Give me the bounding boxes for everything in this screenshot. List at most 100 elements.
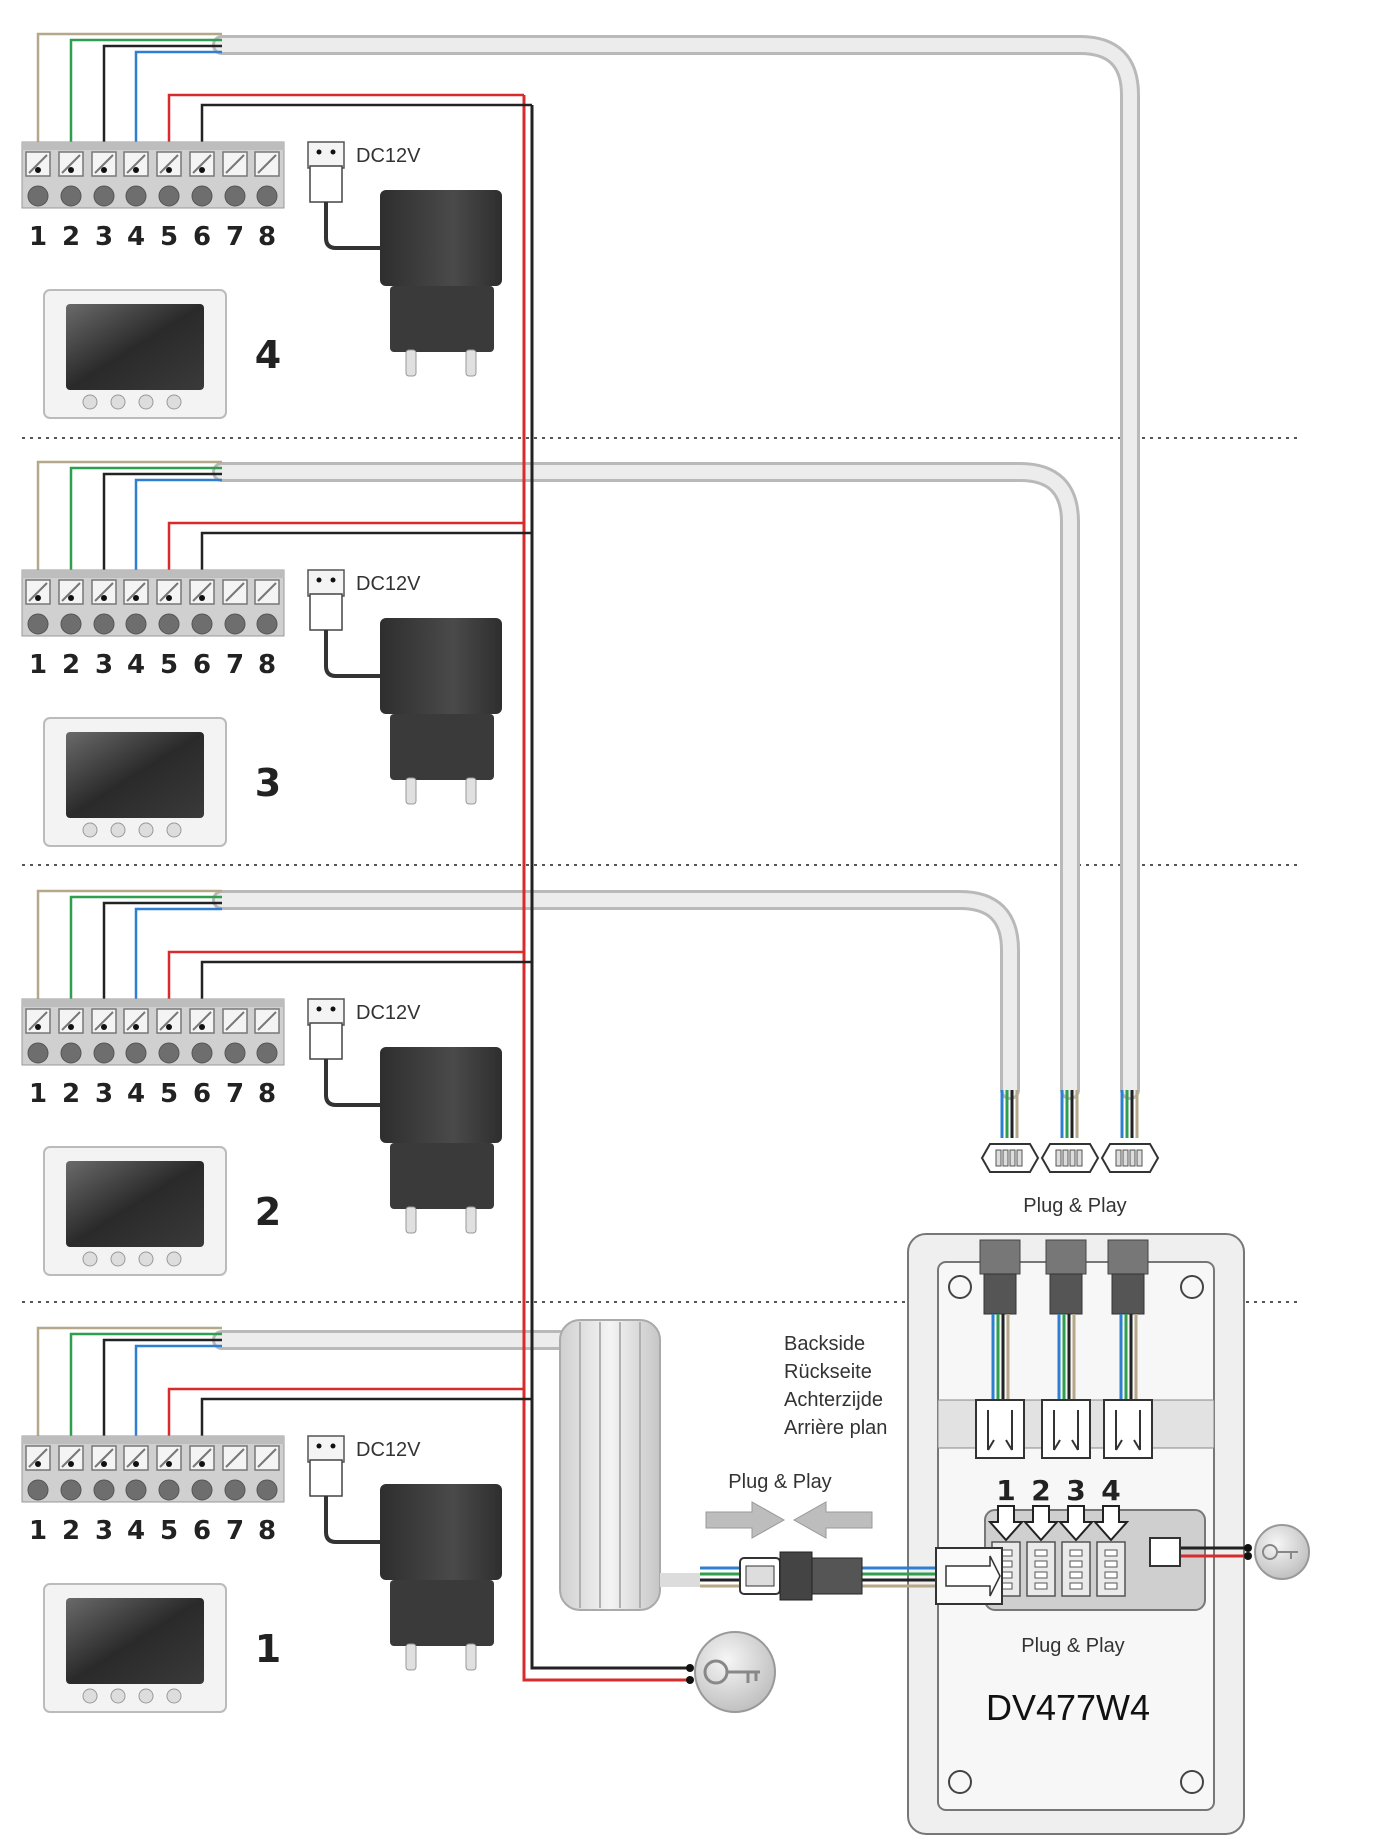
terminal-number: 4 [127, 222, 145, 252]
terminal-screw [256, 1042, 278, 1064]
terminal-number: 4 [127, 1516, 145, 1546]
terminal-screw [158, 613, 180, 635]
terminal-number: 6 [193, 222, 211, 252]
power-label: DC12V [356, 1439, 421, 1461]
terminal-screw [93, 1479, 115, 1501]
power-adapter-icon: DC12V [307, 141, 502, 377]
connector-icon [1100, 1090, 1160, 1173]
terminal-screw [256, 1479, 278, 1501]
terminal-screw [256, 613, 278, 635]
monitor-button [166, 1251, 182, 1267]
monitor-icon [43, 1146, 227, 1276]
terminal-number: 3 [95, 1079, 113, 1109]
terminal-number: 8 [258, 650, 276, 680]
panel-socket [1041, 1239, 1091, 1459]
port-number: 2 [1031, 1474, 1050, 1507]
bus-wire [69, 38, 222, 170]
backside-label: Rückseite [784, 1361, 872, 1383]
lock-wire-red [522, 95, 690, 1682]
monitor-screen [66, 1161, 204, 1247]
arrow-down-icon [1092, 1505, 1130, 1542]
unit-number: 2 [255, 1190, 281, 1234]
connector-icon [1103, 1399, 1153, 1459]
adapter-body [380, 1484, 502, 1580]
terminal-number: 7 [226, 650, 244, 680]
terminal-screw [224, 1479, 246, 1501]
terminal-number: 2 [62, 650, 80, 680]
monitor-button [138, 822, 154, 838]
monitor-button [138, 394, 154, 410]
arrow-down-icon [1057, 1505, 1095, 1542]
adapter-prong [465, 1643, 477, 1671]
terminal-screw [60, 1042, 82, 1064]
port-number: 4 [1101, 1474, 1120, 1507]
terminal-number: 6 [193, 650, 211, 680]
adapter-cable [324, 1059, 382, 1107]
monitor-icon [43, 1583, 227, 1713]
terminal-screw [224, 185, 246, 207]
terminal-number: 2 [62, 222, 80, 252]
terminal-number: 7 [226, 222, 244, 252]
terminal-number: 7 [226, 1516, 244, 1546]
adapter-prong [405, 777, 417, 805]
terminal-screw [60, 1479, 82, 1501]
lock-bus [522, 95, 690, 1682]
bus-wire [36, 32, 222, 170]
monitor-icon [43, 717, 227, 847]
terminal-screw [27, 613, 49, 635]
terminal-screw [125, 185, 147, 207]
connector-icon [975, 1399, 1025, 1459]
arrow-left-icon [792, 1501, 873, 1539]
terminal-number: 7 [226, 1079, 244, 1109]
terminal-screw [256, 185, 278, 207]
bus-wire [69, 466, 222, 598]
model-name: DV477W4 [986, 1687, 1150, 1728]
adapter-cable [324, 1496, 382, 1544]
monitor-button [82, 1251, 98, 1267]
terminal-screw [191, 185, 213, 207]
adapter-prong [405, 1643, 417, 1671]
terminal-screw [125, 1479, 147, 1501]
terminal-number: 3 [95, 1516, 113, 1546]
terminal-number: 8 [258, 1079, 276, 1109]
cable-unit-3 [212, 462, 1080, 1100]
backside-label: Arrière plan [784, 1417, 887, 1439]
adapter-cable [324, 630, 382, 678]
terminal-number: 2 [62, 1079, 80, 1109]
monitor-button [82, 1688, 98, 1704]
terminal-number: 3 [95, 222, 113, 252]
bus-wire [134, 478, 222, 598]
monitor-screen [66, 732, 204, 818]
bus-wire [102, 44, 222, 170]
bus-wire [134, 50, 222, 170]
plug-play-label-top: Plug & Play [1023, 1195, 1126, 1217]
terminal-screw [93, 613, 115, 635]
unit-number: 4 [255, 333, 281, 377]
connector-icon [1041, 1399, 1091, 1459]
lock-wire-black [530, 105, 690, 1670]
terminal-screw [158, 1042, 180, 1064]
terminal-number: 5 [160, 1516, 178, 1546]
terminal-screw [158, 1479, 180, 1501]
connector-icon [1040, 1090, 1100, 1173]
door-release [686, 1631, 776, 1713]
terminal-screw [93, 185, 115, 207]
power-label: DC12V [356, 573, 421, 595]
backside-labels: Backside Rückseite Achterzijde Arrière p… [784, 1333, 887, 1439]
bus-wire [36, 1326, 222, 1464]
power-adapter-icon: DC12V [307, 998, 502, 1234]
terminal-number: 5 [160, 1079, 178, 1109]
terminal-number: 5 [160, 650, 178, 680]
inline-connector [700, 1547, 1003, 1605]
adapter-prong [405, 1206, 417, 1234]
adapter-prong [465, 1206, 477, 1234]
monitor-button [82, 394, 98, 410]
bus-wire [69, 1332, 222, 1464]
power-label: DC12V [356, 1002, 421, 1024]
terminal-number: 6 [193, 1079, 211, 1109]
terminal-screw [158, 185, 180, 207]
